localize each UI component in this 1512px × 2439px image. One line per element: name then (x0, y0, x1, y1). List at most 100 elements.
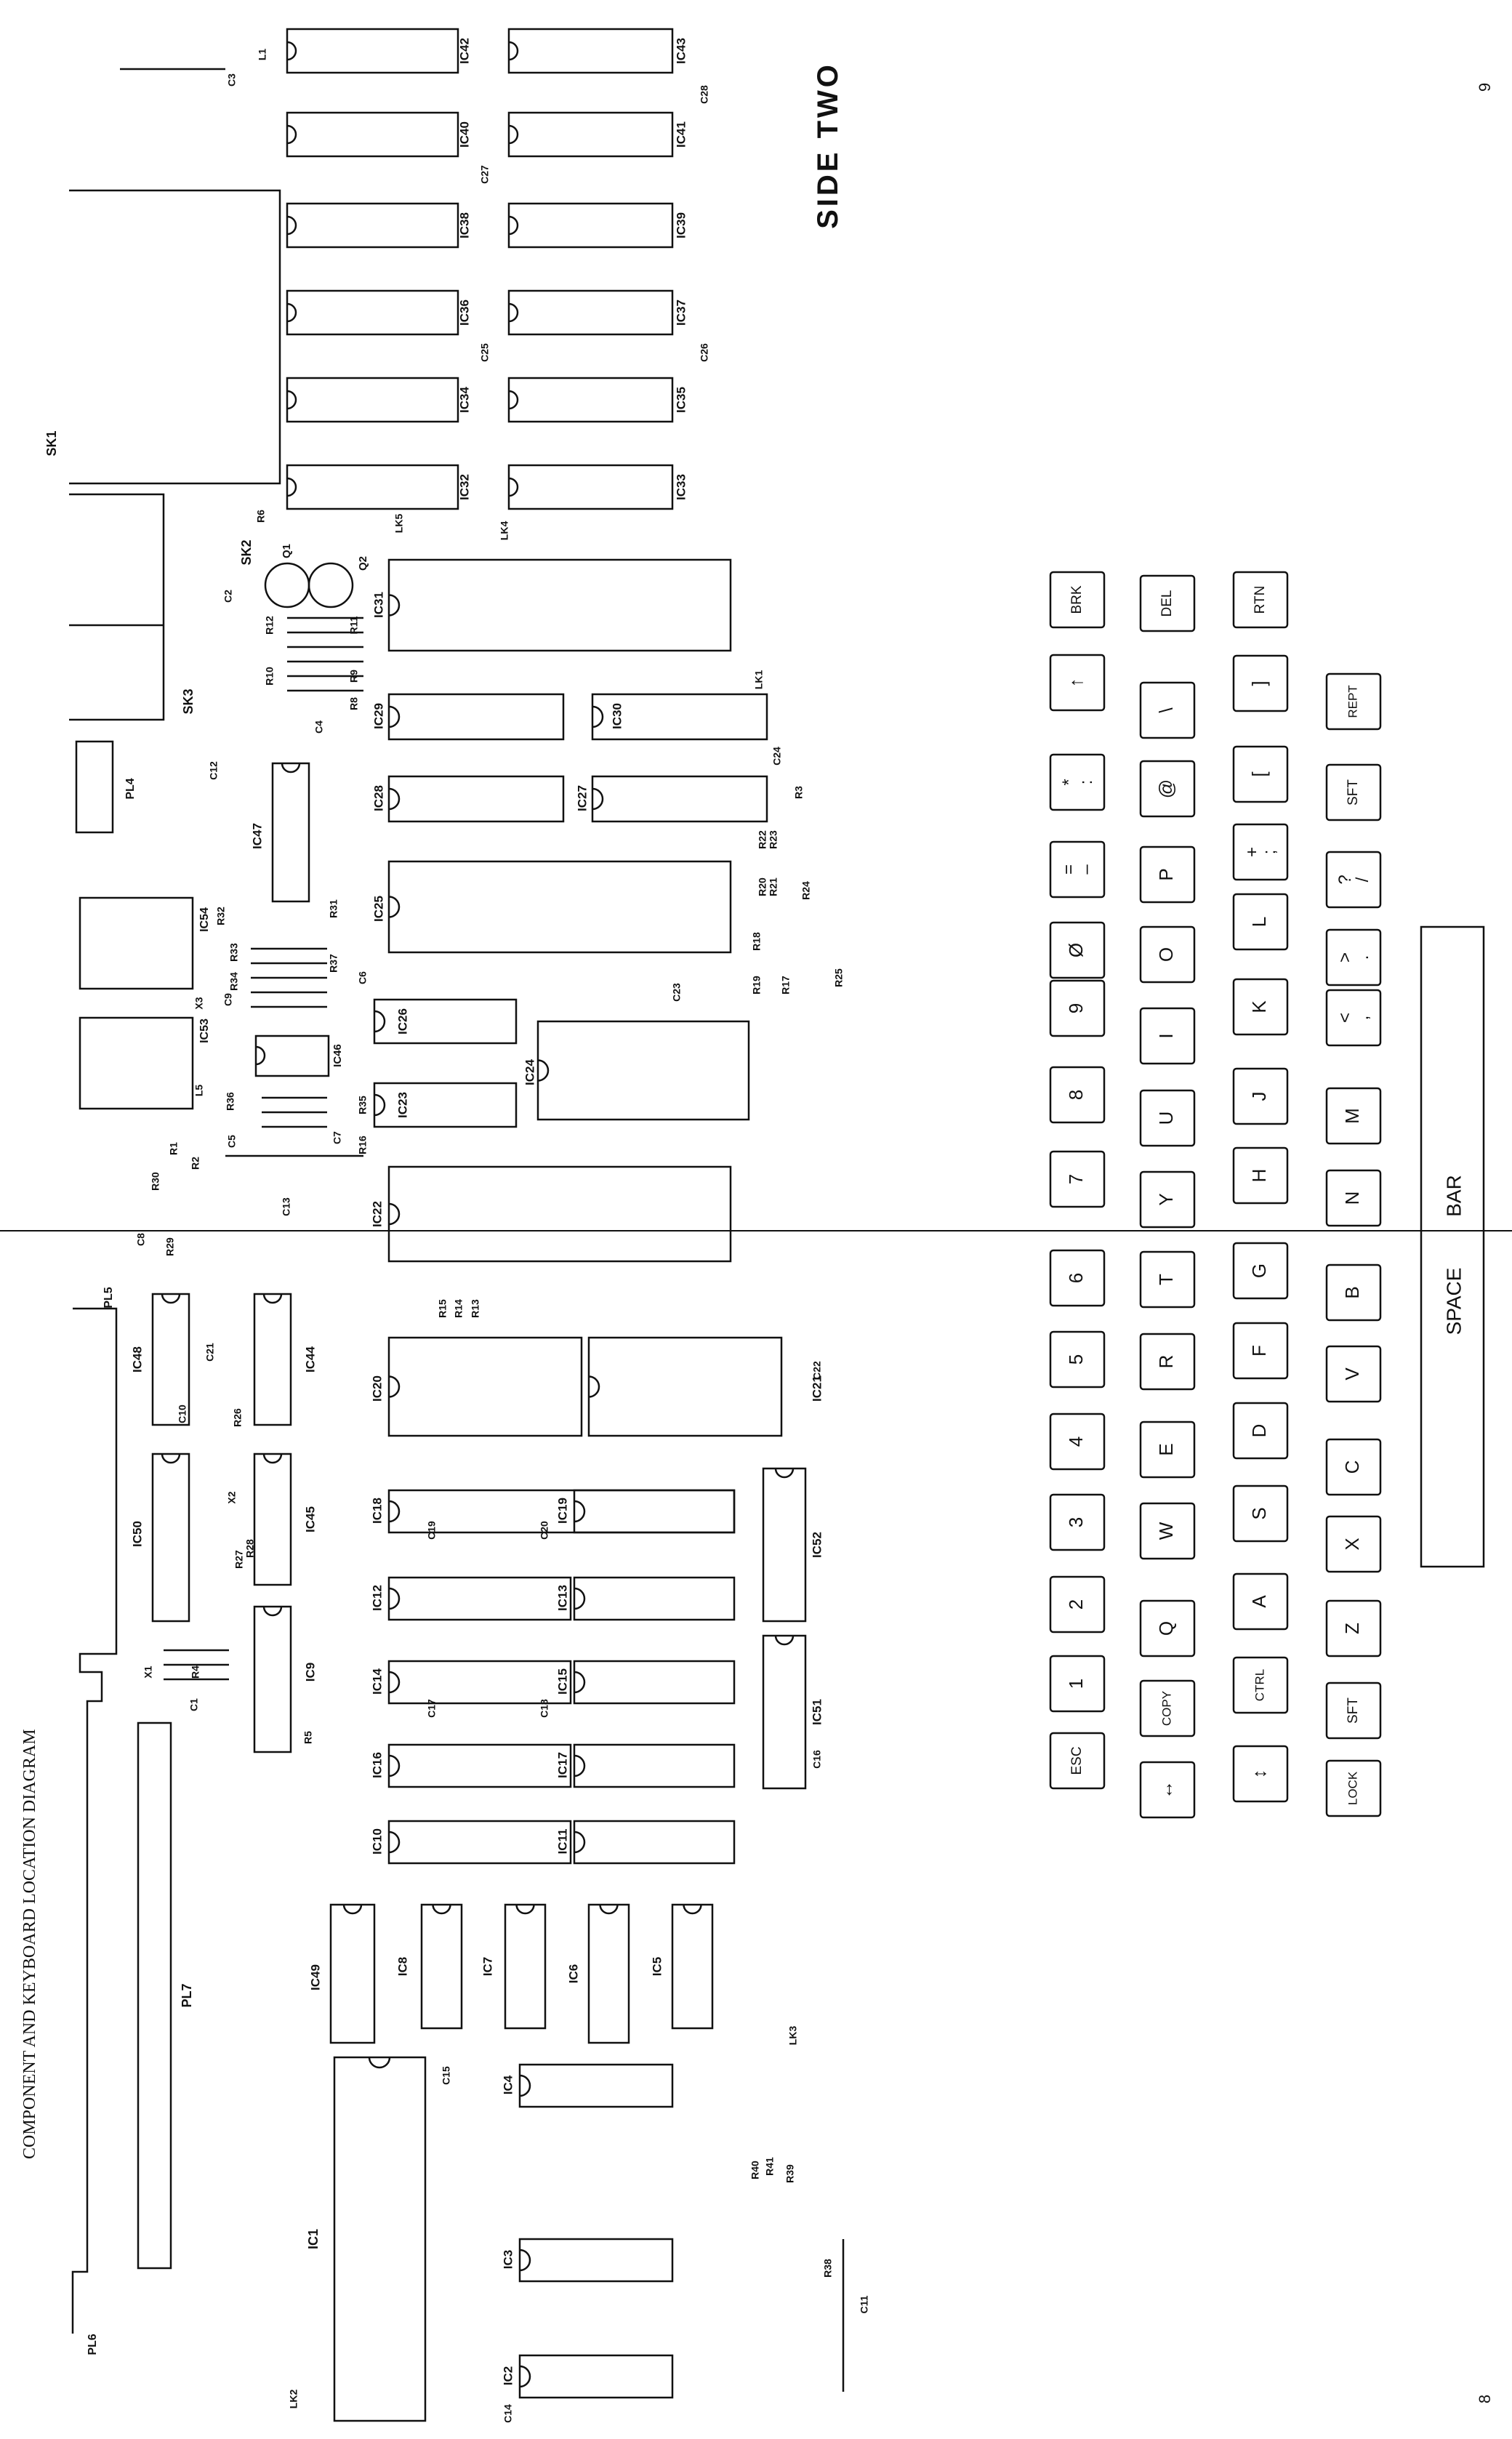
ic-notch (262, 1606, 283, 1617)
key-outline (1232, 1322, 1289, 1380)
component-ref: R38 (822, 2259, 834, 2278)
ic-notch (388, 1202, 401, 1226)
ic-51 (762, 1634, 807, 1790)
key-1-13: COPY (1139, 1679, 1196, 1737)
ic-4 (518, 2063, 674, 2108)
component-ref: R27 (233, 1550, 245, 1569)
component-ref: R25 (833, 968, 845, 987)
component-ref: C8 (135, 1233, 147, 1246)
ic-pair (286, 464, 674, 510)
key-outline (1325, 763, 1382, 821)
ic-body (253, 1452, 292, 1586)
key-label: [ (1248, 771, 1270, 777)
key-label: 3 (1065, 1517, 1087, 1527)
key-3-9: C (1325, 1438, 1382, 1496)
component-ref: R34 (228, 972, 240, 991)
ic-body (387, 775, 565, 823)
key-2-11: S (1232, 1484, 1289, 1543)
key-2-14: ↕ (1232, 1745, 1289, 1803)
ic-notch (374, 1010, 386, 1033)
key-2-9: F (1232, 1322, 1289, 1380)
key-2-3: +; (1232, 823, 1289, 881)
key-outline (1139, 1502, 1196, 1560)
ic-body (573, 1660, 736, 1705)
key-outline (1139, 845, 1196, 904)
key-label: CTRL (1252, 1669, 1266, 1701)
key-3-10: X (1325, 1515, 1382, 1573)
ic-label: IC34 (457, 387, 471, 413)
key-1-4: O (1139, 925, 1196, 984)
key-label: M (1341, 1108, 1363, 1124)
ic-notch (588, 1375, 600, 1398)
key-outline (1325, 1515, 1382, 1573)
key-2-4: L (1232, 893, 1289, 951)
key-label: Q (1155, 1621, 1177, 1636)
bar-label: BAR (1442, 1175, 1465, 1217)
key-outline (1049, 1066, 1106, 1124)
board-edge-line (71, 1307, 118, 2334)
ic-notch (574, 1587, 586, 1610)
ic-notch (574, 1754, 586, 1777)
key-outline (1325, 1263, 1382, 1322)
component-ref: R19 (751, 976, 763, 995)
sk3-socket (69, 493, 165, 721)
ic-pair (286, 377, 674, 423)
key-3-5: M (1325, 1087, 1382, 1145)
connector-label: SK3 (181, 688, 196, 714)
ic-notch (515, 1904, 535, 1915)
ic-label: IC42 (457, 38, 471, 64)
ic-notch (388, 1831, 401, 1854)
key-outline (1325, 1169, 1382, 1227)
key-label: ↕ (1248, 1769, 1270, 1779)
component-ref: R4 (190, 1665, 201, 1679)
ic-50 (151, 1452, 190, 1623)
key-label: 4 (1065, 1437, 1087, 1447)
ic-label: IC44 (303, 1346, 317, 1373)
ic-body (507, 202, 674, 249)
component-ref: C25 (479, 343, 491, 362)
key-1-2: @ (1139, 760, 1196, 818)
key-label: ESC (1069, 1746, 1085, 1775)
ic-body (387, 860, 732, 954)
ic-notch (592, 787, 604, 811)
ic-label: IC28 (371, 785, 385, 811)
key-3-1: SFT (1325, 763, 1382, 821)
key-label: SFT (1346, 779, 1361, 805)
ic-label: IC9 (303, 1663, 317, 1681)
key-1-11: W (1139, 1502, 1196, 1560)
key-0-4: Ø (1049, 921, 1106, 979)
page-number-right: 9 (1476, 83, 1494, 92)
ic-52 (762, 1467, 807, 1623)
key-label: D (1248, 1424, 1270, 1438)
ic-label: IC36 (457, 300, 471, 326)
ic-1 (333, 2056, 427, 2422)
ic-notch (574, 1831, 586, 1854)
key-outline (1232, 1146, 1289, 1205)
component-ref: LK4 (499, 521, 510, 541)
ic-body (573, 1820, 736, 1865)
key-outline (1325, 928, 1382, 987)
component-ref: R30 (150, 1172, 161, 1191)
key-1-3: P (1139, 845, 1196, 904)
ic-notch (592, 705, 604, 728)
ic-body (387, 1165, 732, 1263)
key-label: RTN (1252, 586, 1268, 614)
key-outline (1325, 1087, 1382, 1145)
key-label: V (1341, 1367, 1363, 1381)
key-label: =– (1059, 864, 1096, 875)
ic-pair (286, 202, 674, 249)
key-outline (1139, 760, 1196, 818)
component-ref: R18 (751, 932, 763, 951)
ic-notch (537, 1059, 550, 1082)
ic-notch (286, 390, 297, 410)
key-1-10: E (1139, 1421, 1196, 1479)
transistor-q2 (307, 562, 354, 608)
ic-body (518, 2238, 674, 2283)
connector-label: SK2 (239, 539, 254, 565)
transistor-label: Q1 (281, 544, 293, 558)
key-outline (1139, 1599, 1196, 1658)
component-ref: LK2 (288, 2390, 299, 2409)
key-0-1: ↑ (1049, 654, 1106, 712)
key-2-5: K (1232, 978, 1289, 1036)
